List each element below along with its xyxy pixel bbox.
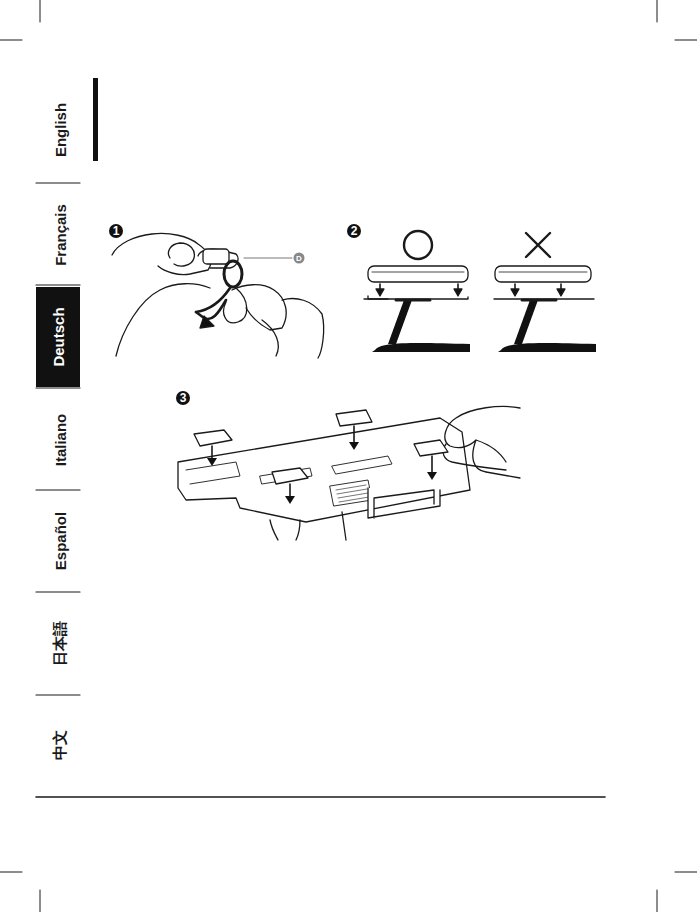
- callout-number: 2: [351, 224, 358, 238]
- language-tab: 日本語: [51, 621, 70, 666]
- language-tab: Français: [52, 204, 69, 266]
- callout-number: 3: [180, 391, 187, 405]
- part-letter: D: [296, 254, 302, 263]
- language-tab: Italiano: [52, 414, 69, 467]
- language-tab-selected: Deutsch: [50, 307, 67, 366]
- callout-number: 1: [113, 224, 120, 238]
- language-tab: Español: [52, 512, 69, 570]
- language-tab: 中文: [51, 730, 70, 760]
- language-tab: English: [52, 103, 69, 157]
